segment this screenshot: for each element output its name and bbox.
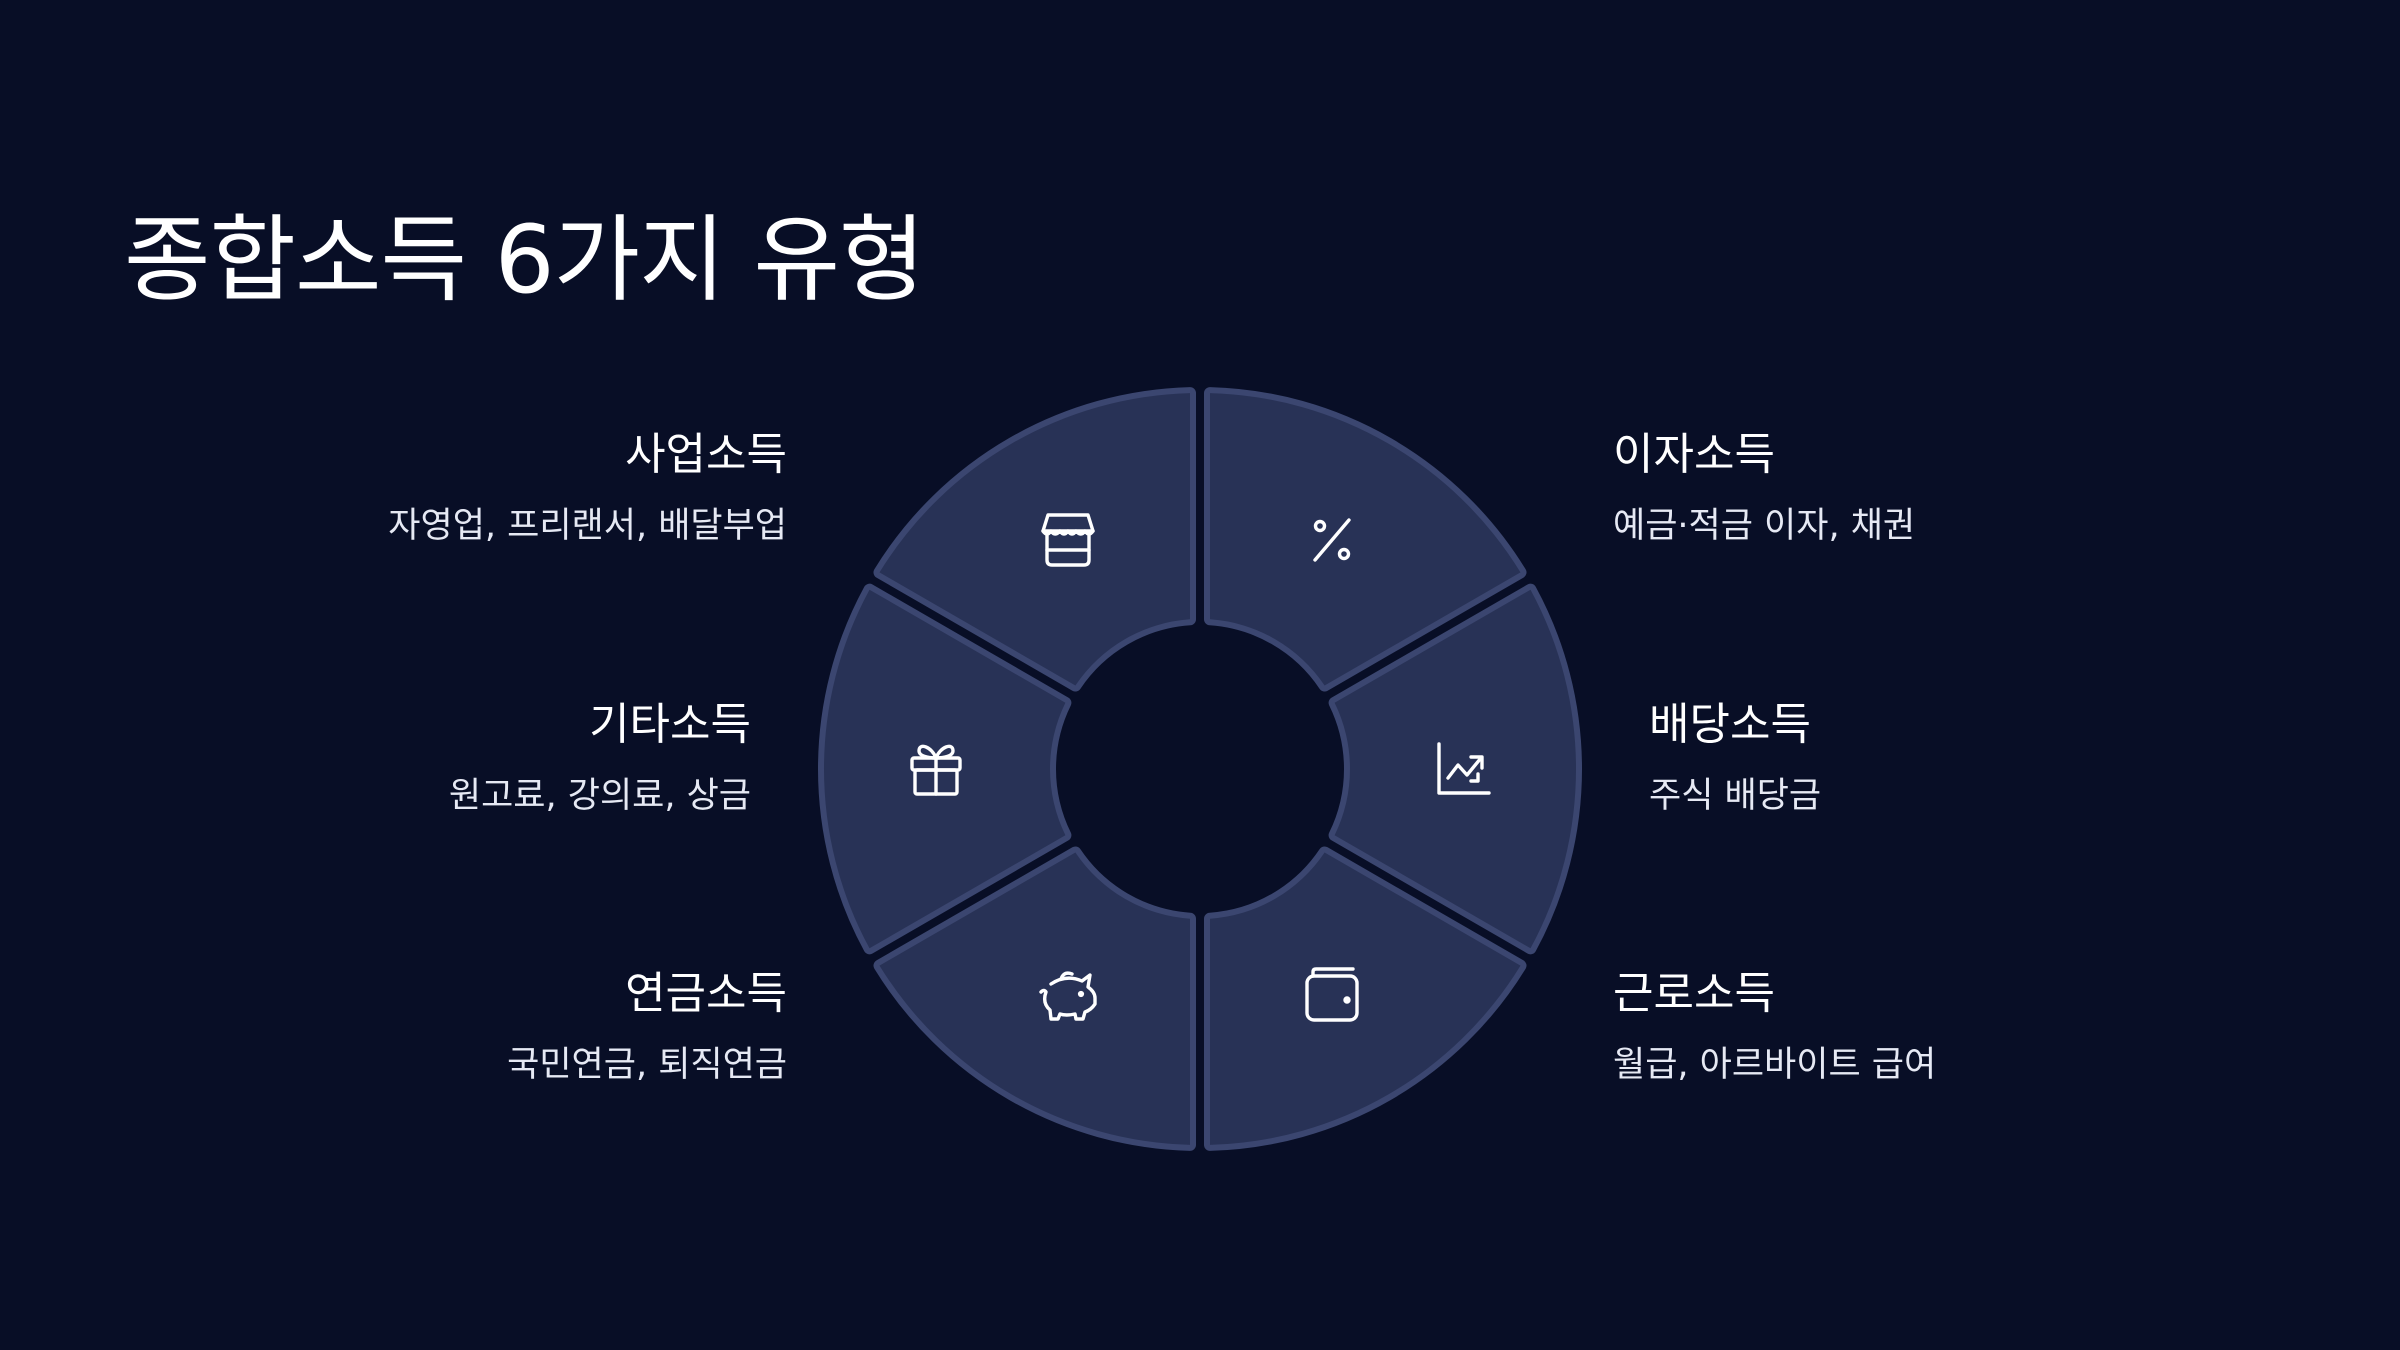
- piggy-bank-icon: [1039, 971, 1097, 1021]
- segment-icons: [910, 513, 1491, 1022]
- income-type-desc: 자영업, 프리랜서, 배달부업: [388, 506, 787, 546]
- donut-segments: [817, 387, 1583, 1151]
- segment-earned: [1204, 846, 1527, 1151]
- income-type-desc: 원고료, 강의료, 상금: [448, 776, 751, 816]
- storefront-icon: [1041, 513, 1095, 567]
- income-type-dividend: 배당소득 주식 배당금: [1649, 695, 1821, 821]
- income-type-title: 근로소득: [1613, 968, 1775, 1019]
- income-type-title: 사업소득: [625, 429, 787, 480]
- income-type-title: 연금소득: [625, 968, 787, 1019]
- income-type-desc: 주식 배당금: [1649, 776, 1822, 816]
- page-title: 종합소득 6가지 유형: [124, 206, 925, 315]
- income-type-pension: 연금소득 국민연금, 퇴직연금: [507, 964, 787, 1090]
- chart-trend-icon: [1437, 742, 1491, 795]
- income-type-earned: 근로소득 월급, 아르바이트 급여: [1613, 964, 1936, 1090]
- segment-business: [873, 387, 1196, 692]
- income-type-title: 기타소득: [589, 699, 751, 750]
- income-type-title: 이자소득: [1613, 429, 1775, 480]
- income-type-desc: 국민연금, 퇴직연금: [507, 1045, 787, 1085]
- percent-icon: [1313, 518, 1351, 562]
- income-type-desc: 월급, 아르바이트 급여: [1613, 1045, 1937, 1085]
- income-type-desc: 예금·적금 이자, 채권: [1613, 506, 1916, 546]
- wallet-icon: [1305, 967, 1359, 1022]
- income-type-business: 사업소득 자영업, 프리랜서, 배달부업: [388, 425, 787, 551]
- income-type-title: 배당소득: [1649, 699, 1811, 750]
- income-type-interest: 이자소득 예금·적금 이자, 채권: [1613, 425, 1915, 551]
- segment-pension: [873, 846, 1196, 1151]
- segment-interest: [1204, 387, 1527, 692]
- gift-icon: [910, 744, 962, 796]
- income-type-other: 기타소득 원고료, 강의료, 상금: [449, 695, 751, 821]
